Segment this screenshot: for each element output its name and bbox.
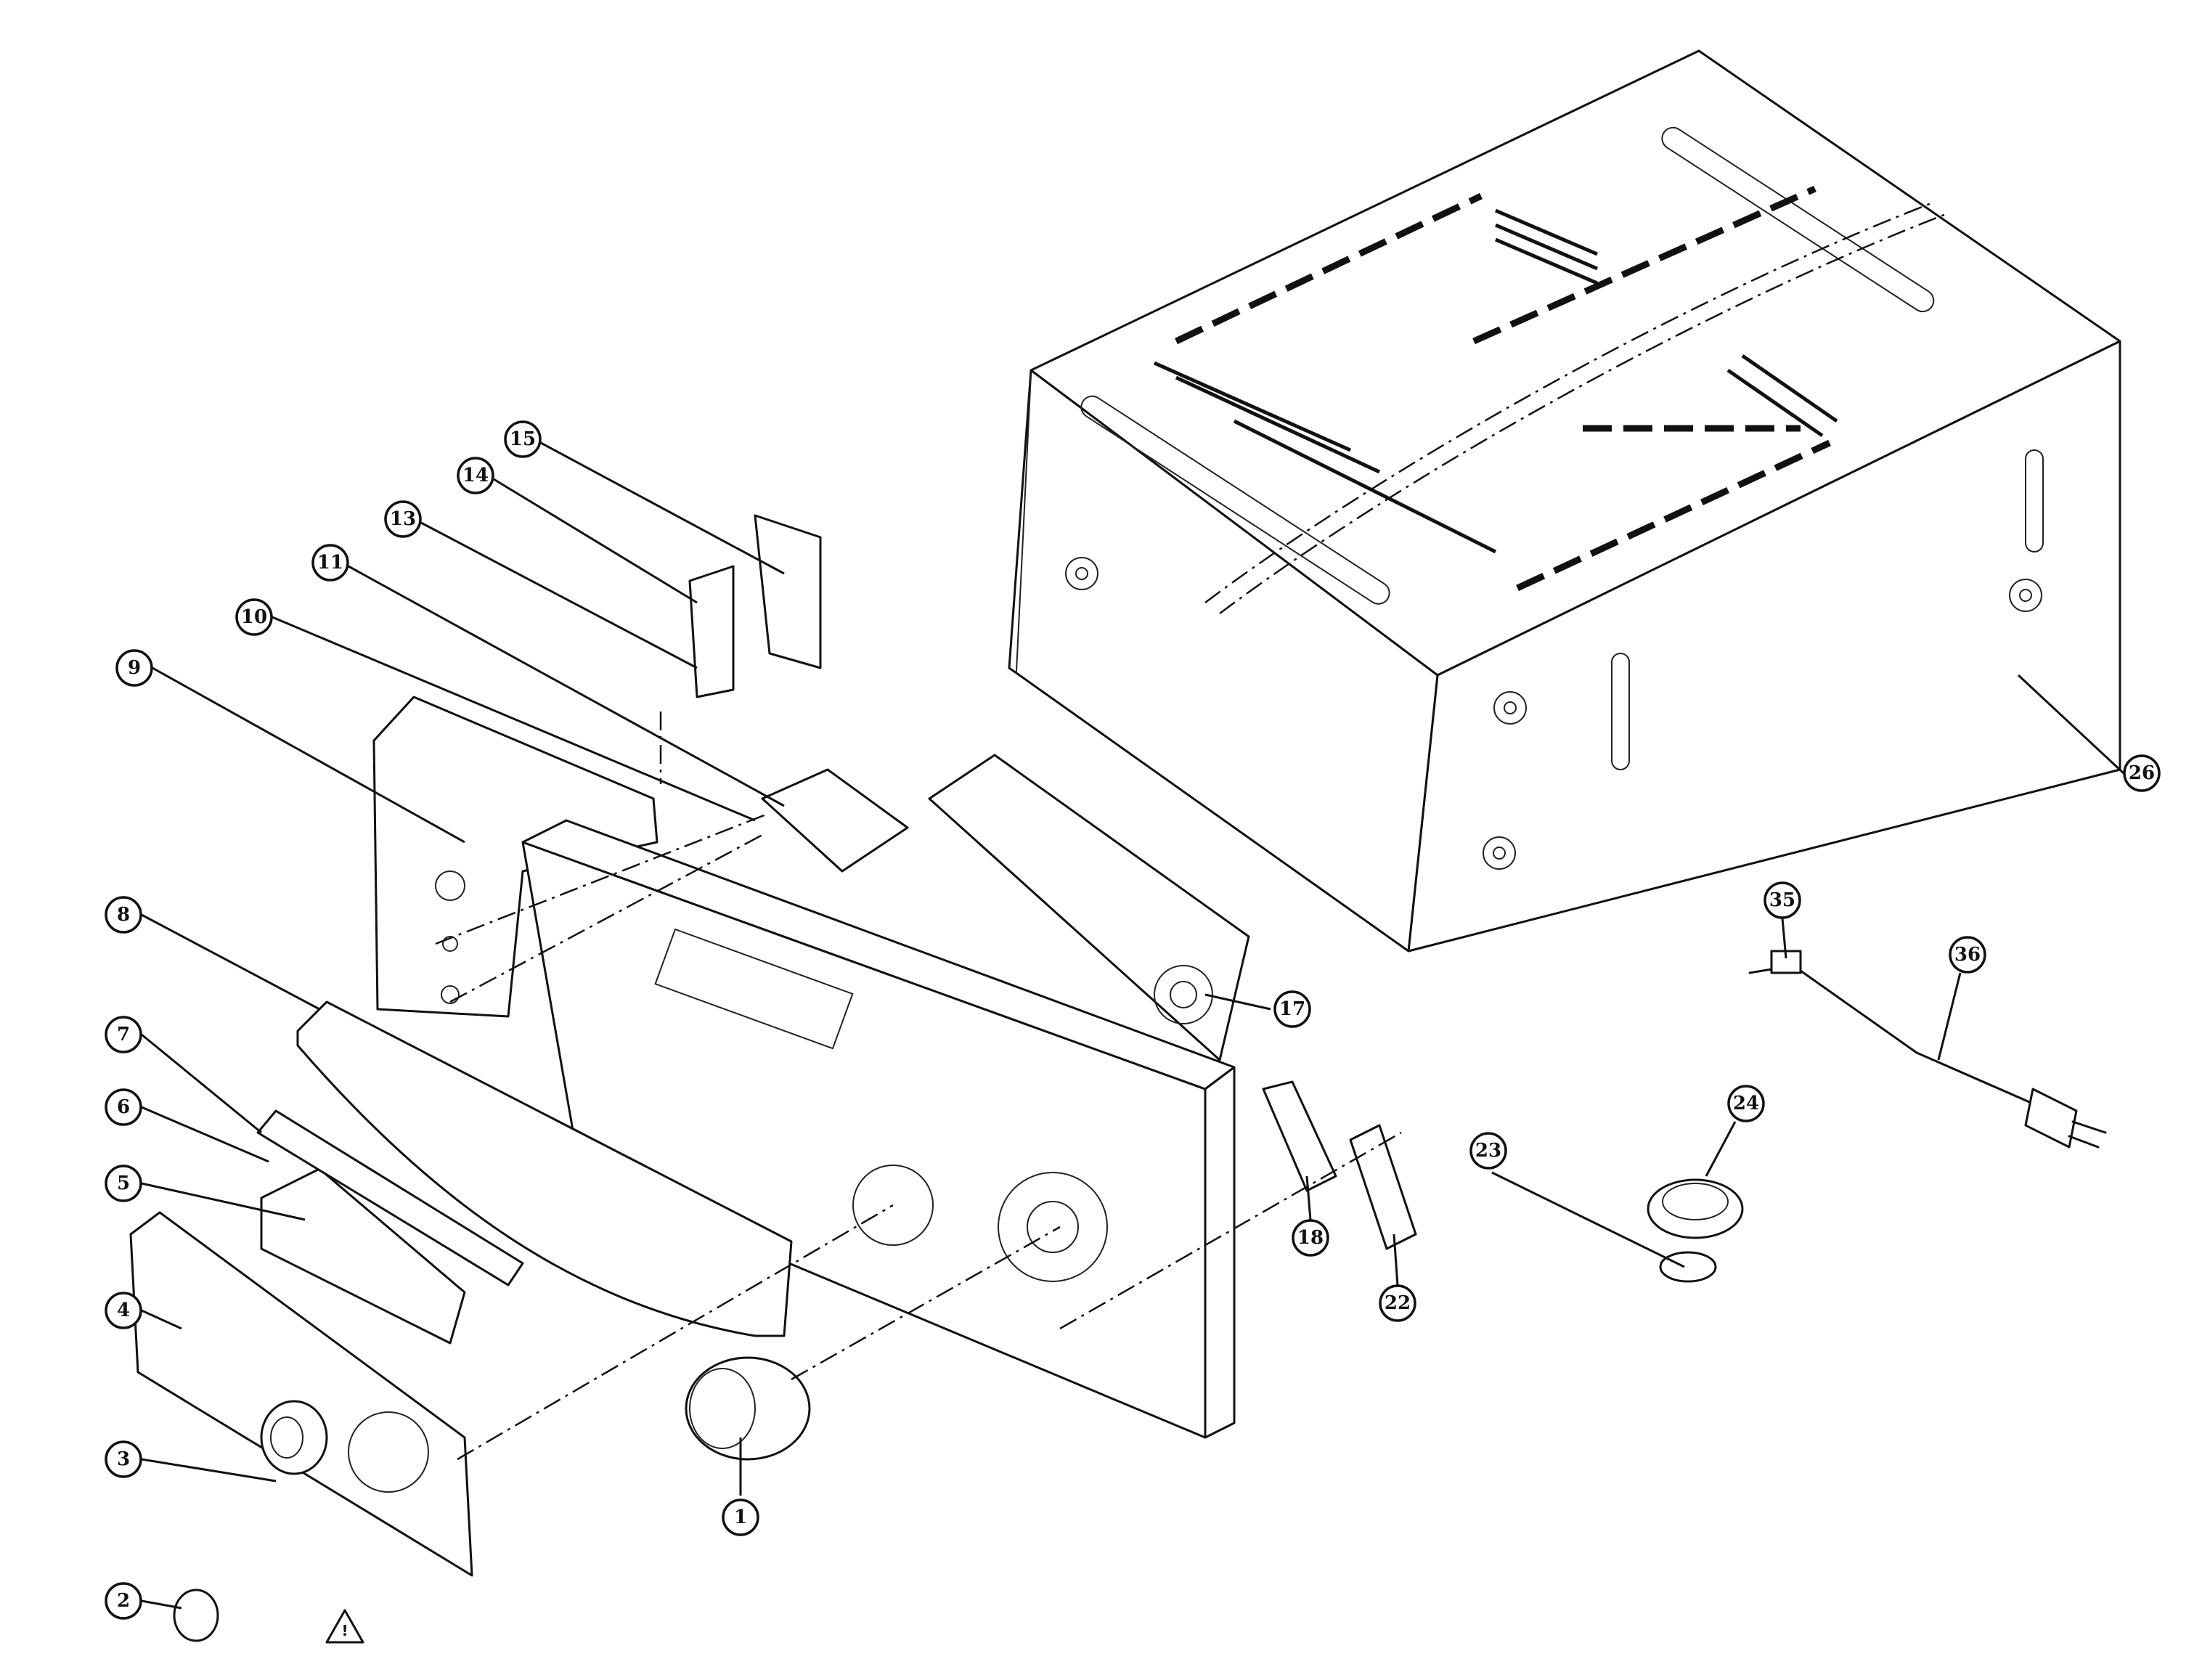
callout-circle xyxy=(2123,754,2161,792)
vent-grille-1 xyxy=(1495,208,1598,285)
jack-board xyxy=(754,514,822,669)
button-array xyxy=(260,1167,466,1345)
callout-label: 35 xyxy=(1769,889,1795,911)
callout-circle xyxy=(1273,990,1311,1028)
warning-symbol-label: ! xyxy=(341,1622,348,1639)
callout-label: 22 xyxy=(1385,1292,1411,1314)
callout-26: 26 xyxy=(2123,754,2161,792)
callout-label: 26 xyxy=(2129,762,2155,784)
callout-circle xyxy=(1763,881,1801,919)
callout-3: 3 xyxy=(105,1440,142,1478)
callout-22: 22 xyxy=(1379,1284,1416,1322)
callout-circle xyxy=(504,420,542,458)
control-board xyxy=(928,754,1250,1061)
callout-label: 2 xyxy=(117,1590,130,1612)
callout-label: 4 xyxy=(117,1300,130,1321)
leader-lines xyxy=(141,441,2125,1610)
callout-label: 8 xyxy=(117,904,130,926)
callout-circle xyxy=(457,457,494,494)
callout-label: 7 xyxy=(117,1024,130,1045)
front-panel xyxy=(296,1000,793,1337)
callout-4: 4 xyxy=(105,1292,142,1329)
callout-6: 6 xyxy=(105,1088,142,1126)
callout-17: 17 xyxy=(1273,990,1311,1028)
callout-circle xyxy=(722,1498,759,1536)
callout-35: 35 xyxy=(1763,881,1801,919)
selector-knob xyxy=(260,1400,328,1475)
front-chassis xyxy=(372,696,1236,1439)
callout-circle xyxy=(384,500,422,538)
callout-circle xyxy=(1379,1284,1416,1322)
callout-label: 23 xyxy=(1475,1140,1501,1162)
callout-label: 13 xyxy=(390,508,416,530)
button-panel xyxy=(129,1211,473,1577)
callout-label: 24 xyxy=(1733,1093,1759,1114)
vent-grille-3 xyxy=(1726,354,1838,438)
callout-label: 15 xyxy=(510,428,536,450)
callout-circle xyxy=(105,1165,142,1202)
callout-circle xyxy=(105,1088,142,1126)
callout-label: 18 xyxy=(1297,1227,1324,1249)
headphone-board xyxy=(761,768,909,873)
callout-label: 6 xyxy=(117,1096,130,1118)
top-cover xyxy=(1008,49,2121,953)
callout-14: 14 xyxy=(457,457,494,494)
callout-circle xyxy=(105,896,142,934)
switch-strip xyxy=(256,1109,524,1286)
power-cord xyxy=(1748,950,2107,1149)
warning-triangle-icon: ! xyxy=(325,1609,364,1644)
callout-circle xyxy=(1292,1219,1329,1257)
callout-circle xyxy=(1727,1085,1765,1122)
callout-15: 15 xyxy=(504,420,542,458)
encoder-left xyxy=(1262,1080,1337,1192)
callout-circle xyxy=(105,1016,142,1053)
callout-circle xyxy=(1469,1132,1507,1170)
callout-9: 9 xyxy=(115,649,153,687)
callout-2: 2 xyxy=(105,1582,142,1620)
callout-label: 3 xyxy=(117,1448,130,1470)
callout-label: 11 xyxy=(317,552,343,574)
callout-label: 9 xyxy=(128,657,141,679)
vent-grille-2 xyxy=(1153,361,1497,554)
callout-circle xyxy=(1949,936,1986,974)
callout-label: 1 xyxy=(734,1506,747,1528)
jack-bracket xyxy=(688,565,735,698)
callout-circle xyxy=(105,1292,142,1329)
callout-23: 23 xyxy=(1469,1132,1507,1170)
knob-cap xyxy=(173,1589,219,1642)
callout-1: 1 xyxy=(722,1498,759,1536)
callout-11: 11 xyxy=(311,544,349,582)
volume-knob xyxy=(685,1356,811,1461)
callout-13: 13 xyxy=(384,500,422,538)
callout-36: 36 xyxy=(1949,936,1986,974)
callout-8: 8 xyxy=(105,896,142,934)
callout-label: 17 xyxy=(1279,998,1305,1020)
callout-circle xyxy=(105,1440,142,1478)
callout-5: 5 xyxy=(105,1165,142,1202)
foot-assembly xyxy=(1647,1178,1744,1283)
callout-10: 10 xyxy=(235,598,273,636)
callout-circle xyxy=(115,649,153,687)
callout-label: 10 xyxy=(241,606,267,628)
encoder-right xyxy=(1349,1124,1417,1250)
callout-label: 5 xyxy=(117,1173,130,1194)
callout-circle xyxy=(311,544,349,582)
callout-circle xyxy=(105,1582,142,1620)
callout-18: 18 xyxy=(1292,1219,1329,1257)
assembly-lines xyxy=(435,711,1402,1461)
callout-label: 14 xyxy=(462,465,489,486)
callout-circle xyxy=(235,598,273,636)
callout-label: 36 xyxy=(1954,944,1981,966)
callout-24: 24 xyxy=(1727,1085,1765,1122)
callout-7: 7 xyxy=(105,1016,142,1053)
